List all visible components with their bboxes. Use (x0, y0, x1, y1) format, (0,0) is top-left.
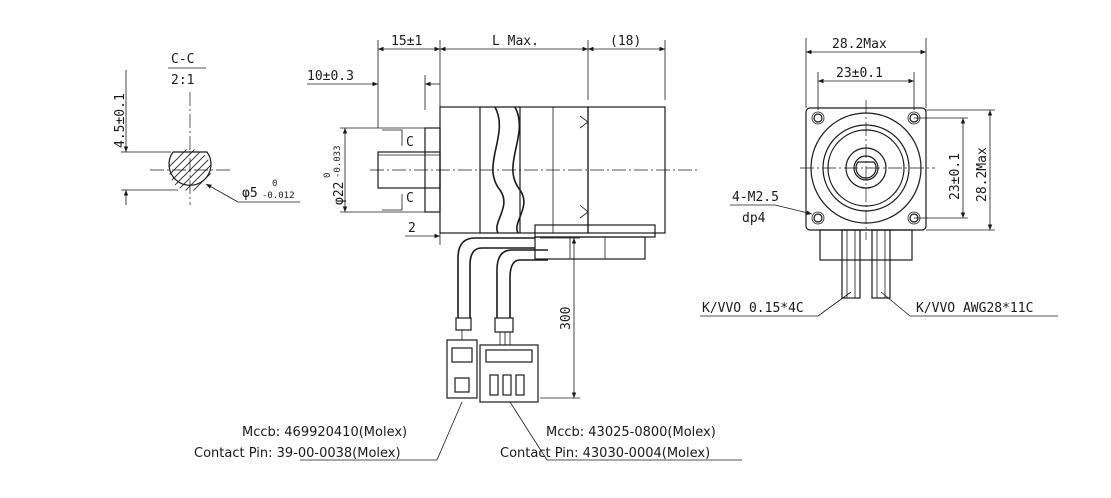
connector-right-pin: Contact Pin: 43030-0004(Molex) (500, 446, 710, 461)
dim-shaft-length: 10±0.3 (307, 69, 354, 84)
section-name: C-C (171, 52, 194, 67)
dim-pilot-diameter: φ22 (332, 182, 347, 205)
shaft-section-shape (168, 149, 212, 191)
section-dim-height: 4.5±0.1 (113, 93, 128, 148)
dim-bolt-pitch-v: 23±0.1 (948, 153, 963, 200)
section-scale: 2:1 (171, 73, 194, 88)
dim-outer-width: 28.2Max (832, 37, 887, 52)
dim-pilot-tol-lower: -0.033 (333, 145, 343, 178)
connector-labels: Mccb: 469920410(Molex) Contact Pin: 39-0… (194, 425, 742, 461)
cable-left-label: K/VVO 0.15*4C (702, 301, 804, 316)
cable-right-label: K/VVO AWG28*11C (916, 301, 1033, 316)
dim-outer-height: 28.2Max (975, 147, 990, 202)
dim-pilot-tol-upper: 0 (323, 173, 333, 178)
dim-flange-thickness: 2 (408, 221, 416, 236)
connector-right-shape (479, 332, 539, 403)
dim-pilot-length: 15±1 (391, 34, 422, 49)
connector-right-housing: Mccb: 43025-0800(Molex) (546, 425, 716, 440)
bolt-holes (811, 111, 921, 225)
front-view: 28.2Max 23±0.1 28.2Max 23±0.1 (700, 37, 1058, 317)
dim-body-length: L Max. (492, 34, 539, 49)
connector-left-shape (446, 330, 478, 399)
section-dim-tol-upper: 0 (272, 179, 277, 189)
section-mark-top: C (406, 135, 414, 150)
section-c-c-view: C-C 2:1 (113, 52, 300, 205)
section-mark-bottom: C (406, 191, 414, 206)
section-dim-diameter: φ5 (242, 186, 258, 201)
connector-left-housing: Mccb: 469920410(Molex) (242, 425, 407, 440)
dim-bolt-pitch-h: 23±0.1 (836, 66, 883, 81)
side-view: 15±1 L Max. (18) 10±0.3 C C (307, 34, 700, 461)
hole-depth: dp4 (742, 211, 766, 226)
dim-cable-exit: (18) (610, 34, 641, 49)
hole-spec: 4-M2.5 (732, 190, 779, 205)
dim-cable-length: 300 (559, 307, 574, 330)
connector-left-pin: Contact Pin: 39-00-0038(Molex) (194, 446, 401, 461)
section-dim-tol-lower: -0.012 (262, 191, 295, 201)
